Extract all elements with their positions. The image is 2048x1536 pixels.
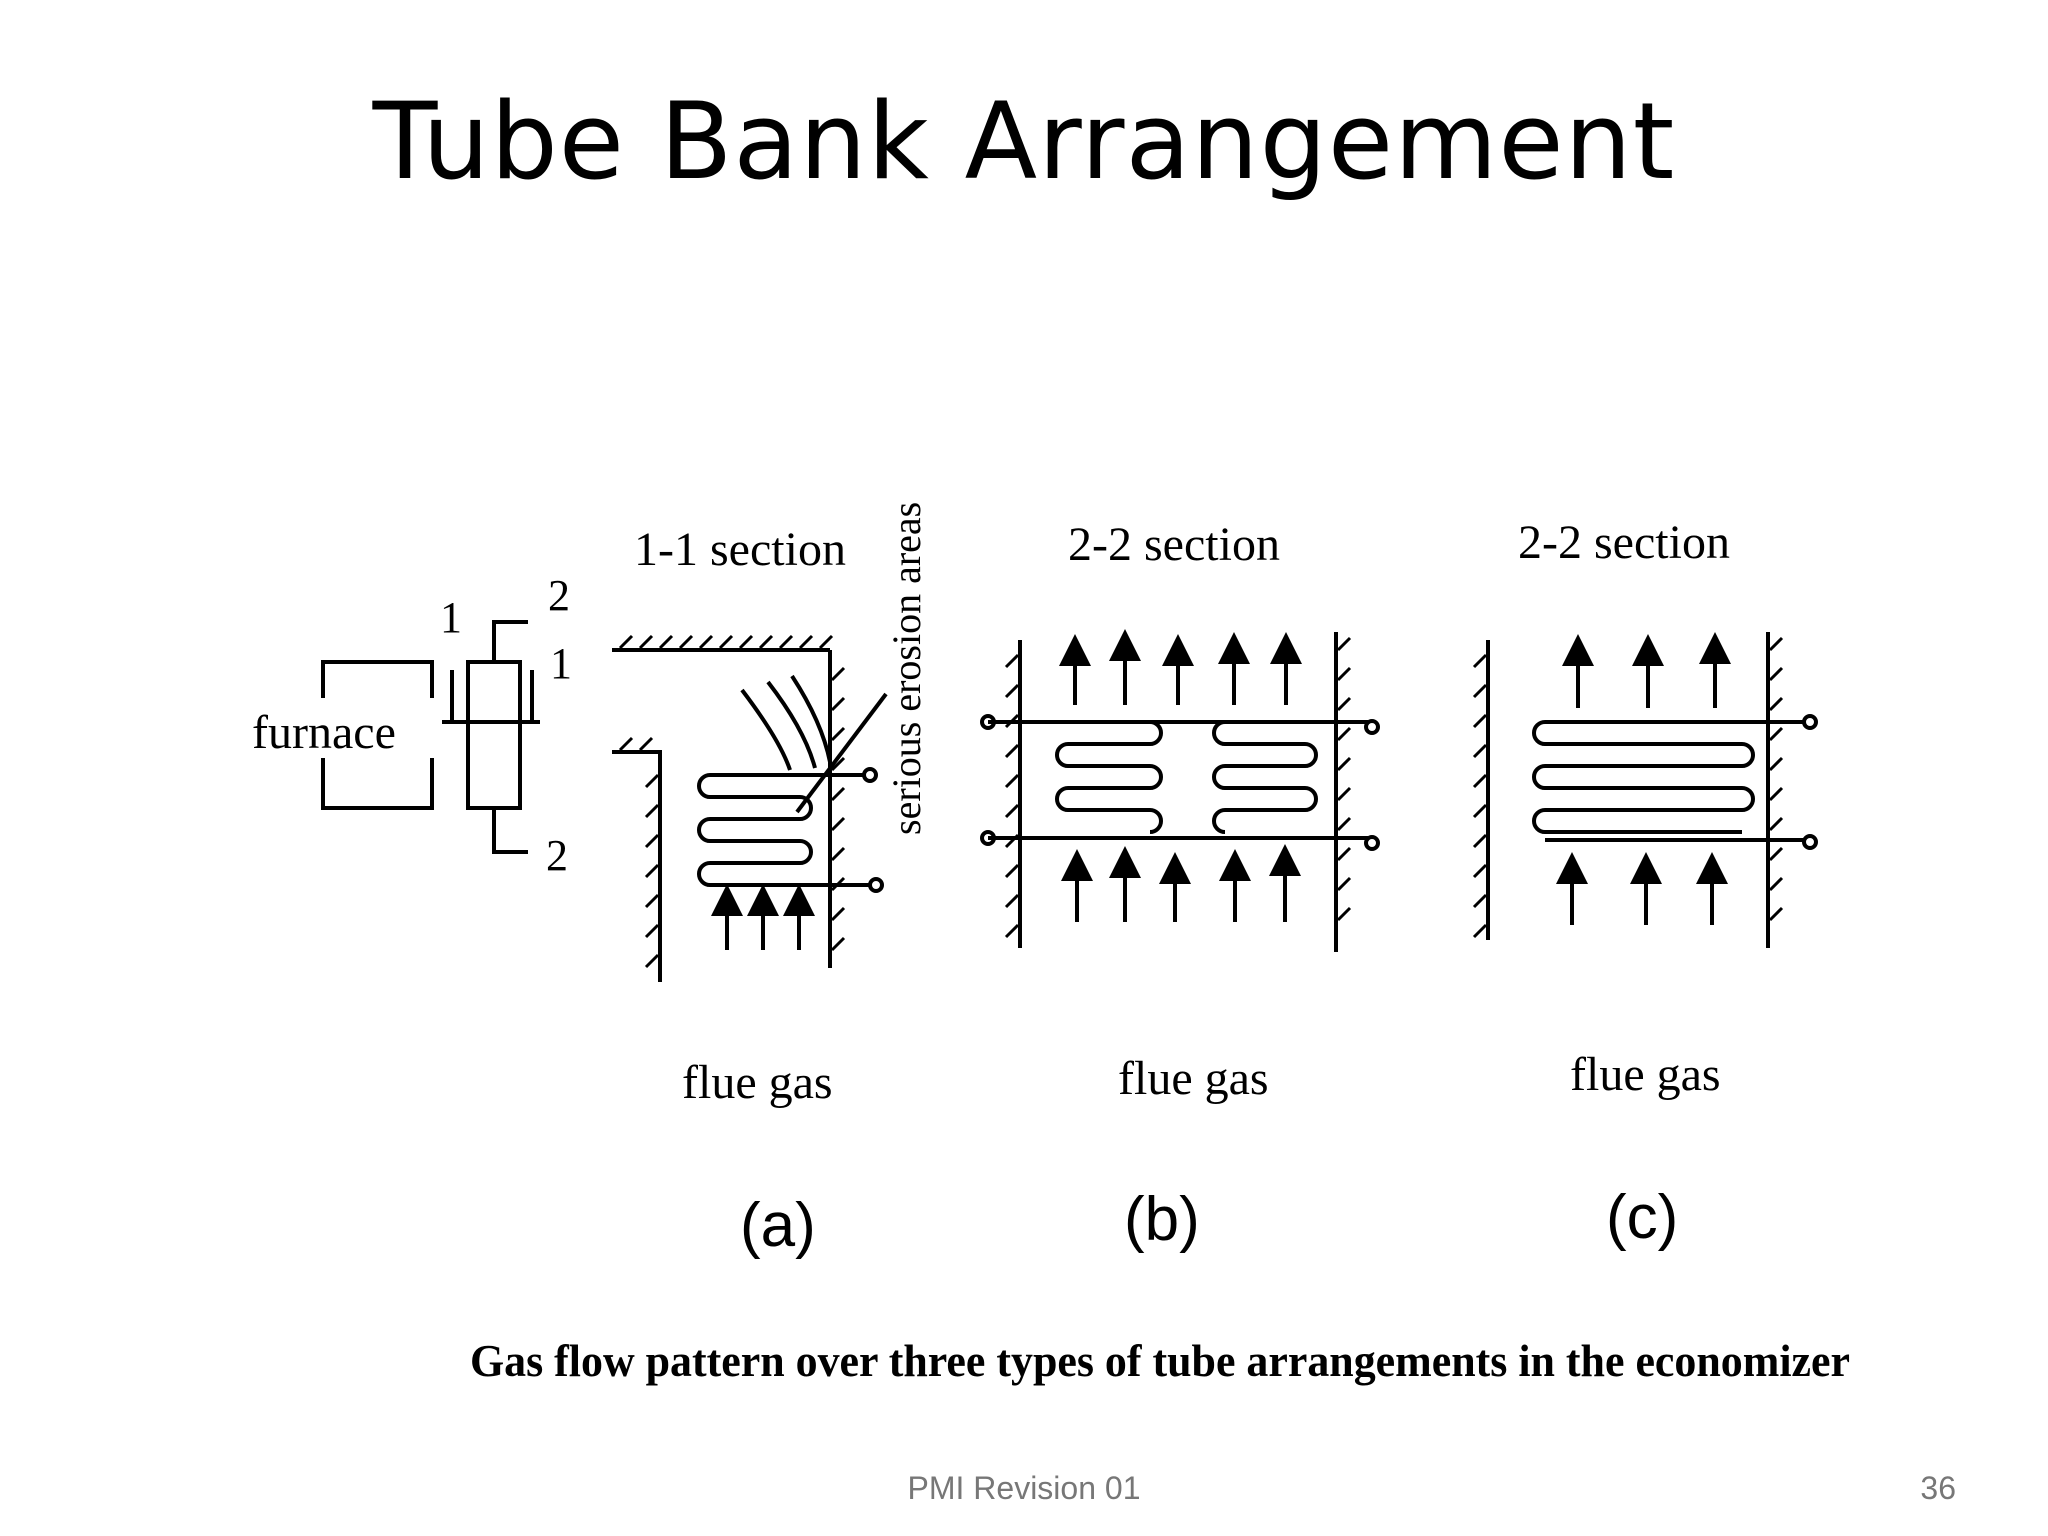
panel-b-section-label: 2-2 section — [1068, 518, 1280, 571]
section-mark-2-top: 2 — [548, 571, 570, 620]
panel-b-label: (b) — [1124, 1185, 1200, 1254]
panel-a-figure — [612, 648, 888, 982]
panel-c-label: (c) — [1606, 1183, 1678, 1252]
panel-a-section-label: 1-1 section — [634, 523, 846, 576]
erosion-label: serious erosion areas — [884, 502, 929, 835]
section-mark-2-bottom: 2 — [546, 831, 568, 880]
section-mark-1-right: 1 — [550, 639, 572, 688]
panel-c-hatching — [1472, 636, 1784, 939]
furnace-schematic — [321, 620, 540, 854]
panel-a-hatching — [618, 634, 846, 969]
panel-c-gas-label: flue gas — [1570, 1048, 1721, 1101]
panel-c-figure — [1486, 632, 1818, 948]
footer-revision: PMI Revision 01 — [907, 1470, 1141, 1506]
diagram-caption: Gas flow pattern over three types of tub… — [470, 1335, 1850, 1386]
panel-b-hatching — [1004, 636, 1352, 939]
furnace-label: furnace — [252, 706, 396, 759]
panel-a-gas-label: flue gas — [682, 1056, 833, 1109]
panel-a-label: (a) — [740, 1191, 816, 1260]
slide-title: Tube Bank Arrangement — [372, 80, 1676, 203]
panel-b-gas-label: flue gas — [1118, 1052, 1269, 1105]
panel-c-section-label: 2-2 section — [1518, 516, 1730, 569]
page-number: 36 — [1920, 1470, 1956, 1506]
panel-b-figure — [980, 629, 1380, 952]
section-mark-1-top: 1 — [440, 593, 462, 642]
